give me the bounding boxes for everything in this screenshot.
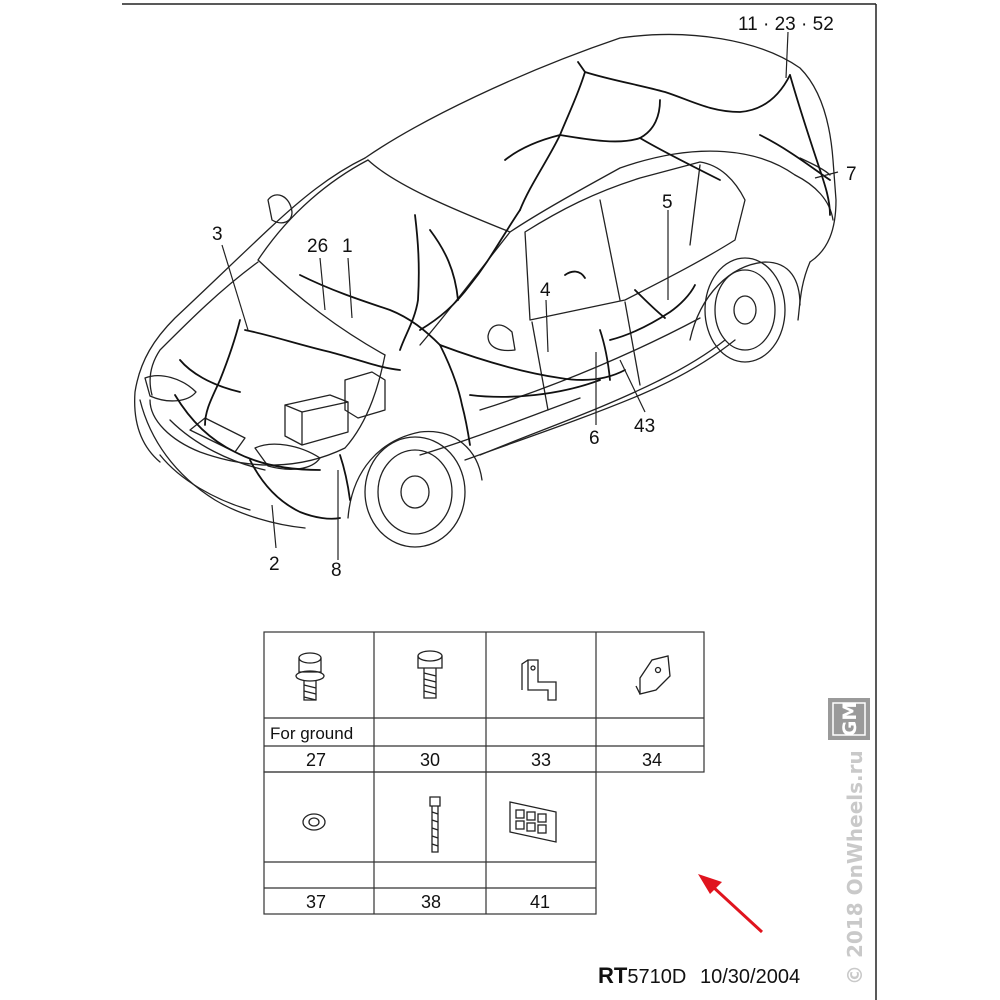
part-41-number: 41 [530,892,550,912]
callout-3: 3 [212,224,223,245]
bracket-icon [521,659,557,701]
red-arrow-icon [698,874,764,934]
cable-tie-icon [429,796,441,853]
callout-4: 4 [540,280,551,301]
callout-43: 43 [634,416,655,437]
wiring-harness [174,61,831,520]
gm-logo-text: GM [839,702,861,737]
ground-bolt-icon [295,652,325,701]
drawing-code: RT5710D [598,963,686,988]
callout-leaders [221,31,839,560]
callout-26: 26 [307,236,328,257]
bolt-icon [417,650,443,699]
gm-logo: GM [828,698,870,740]
callout-2: 2 [269,554,280,575]
part-30-number: 30 [420,750,440,770]
callout-1: 1 [342,236,353,257]
part-27-label: For ground [270,724,353,743]
callout-5: 5 [662,192,673,213]
car-illustration [134,33,837,548]
callout-7: 7 [846,164,857,185]
connector-block-icon [509,801,557,843]
nut-icon [302,813,326,831]
plate-bracket-icon [635,655,671,695]
drawing-code-prefix: RT [598,963,628,988]
part-34-number: 34 [642,750,662,770]
drawing-date: 10/30/2004 [700,966,800,988]
drawing-code-rest: 5710D [627,966,686,988]
callout-11-23-52: 11 · 23 · 52 [738,14,834,35]
part-27-number: 27 [306,750,326,770]
parts-table [263,631,705,915]
part-37-number: 37 [306,892,326,912]
part-33-number: 33 [531,750,551,770]
part-38-number: 38 [421,892,441,912]
callout-6: 6 [589,428,600,449]
callout-8: 8 [331,560,342,581]
watermark-text: © 2018 OnWheels.ru [843,750,867,985]
